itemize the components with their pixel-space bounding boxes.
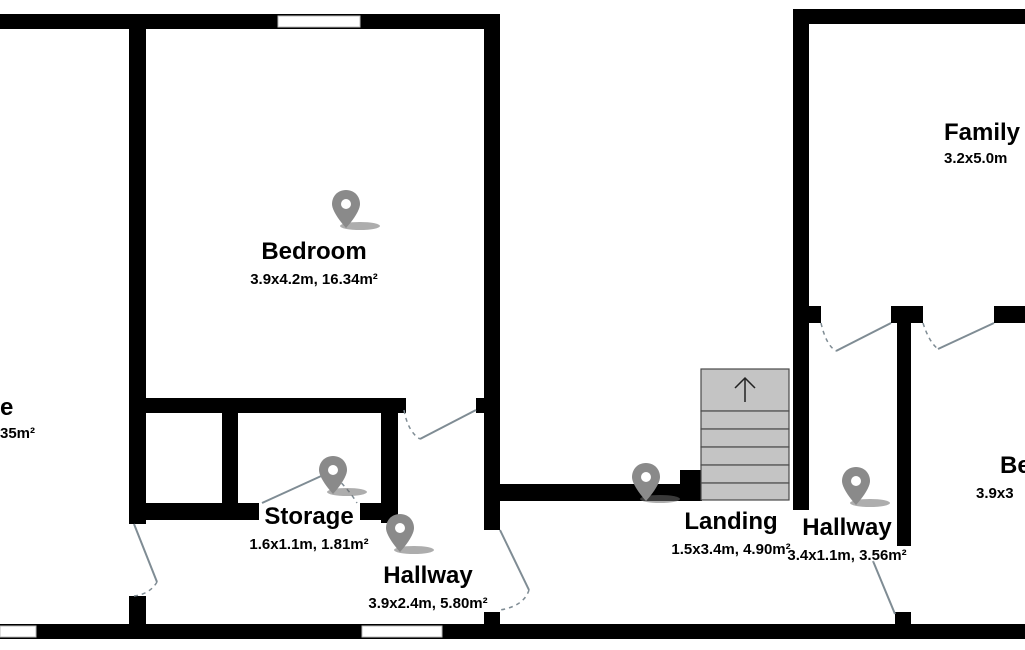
room-label-landing[interactable]: Landing 1.5x3.4m, 4.90m²: [631, 509, 831, 559]
stair-step-4: [700, 464, 790, 484]
room-dimensions: 3.2x5.0m: [944, 150, 1008, 167]
window-bottom-hallway: [361, 625, 443, 638]
room-dimensions: 3.9x4.2m, 16.34m²: [250, 271, 378, 288]
room-dimensions: 3.4x1.1m, 3.56m²: [787, 547, 907, 564]
wall-right-bedroom: [484, 14, 500, 414]
map-pin-icon[interactable]: [317, 456, 371, 498]
window-bedroom-top: [277, 15, 361, 28]
walls: [0, 9, 1025, 639]
stair-step-5: [700, 482, 790, 501]
wall-family-left: [793, 9, 809, 324]
wall-family-bottom-a: [793, 306, 821, 323]
room-name: Be: [1000, 452, 1025, 479]
room-name: e: [0, 394, 14, 421]
room-label-hallway-right[interactable]: Hallway 3.4x1.1m, 3.56m²: [747, 515, 947, 565]
room-dimensions: 1.5x3.4m, 4.90m²: [671, 541, 791, 558]
door-bedroom: [419, 409, 477, 440]
window-bottom-left: [0, 625, 37, 638]
wall-storage-left: [222, 398, 238, 518]
wall-bottom-post-right: [895, 612, 911, 639]
room-name: Hallway: [383, 562, 473, 589]
door-family-b: [937, 322, 995, 350]
map-pin-icon[interactable]: [384, 514, 438, 556]
wall-family-bottom-c: [994, 306, 1025, 323]
wall-left-bedroom: [129, 14, 146, 524]
room-name: Hallway: [802, 514, 892, 541]
room-name: Landing: [684, 508, 778, 535]
wall-bedroom-bottom: [146, 398, 406, 413]
wall-bottom: [0, 624, 1025, 639]
room-label-family[interactable]: Family 3.2x5.0m: [944, 120, 1020, 168]
room-name: Bedroom: [261, 238, 367, 265]
windows: [0, 15, 443, 638]
room-name: Family: [944, 119, 1021, 146]
door-family-b-swing: [922, 322, 939, 350]
wall-landing-right: [793, 324, 809, 510]
wall-storage-bottom: [129, 503, 259, 520]
door-family-a-swing: [820, 322, 837, 352]
wall-top-bedroom: [0, 14, 500, 29]
stair-step-2: [700, 428, 790, 448]
door-hallway-right: [872, 560, 896, 615]
stair-step-3: [700, 446, 790, 466]
wall-landing-stub: [680, 470, 702, 501]
room-dimensions: 35m²: [0, 425, 36, 442]
wall-right-bedroom-lower: [484, 414, 500, 530]
room-label-bedroom[interactable]: Bedroom 3.9x4.2m, 16.34m²: [214, 239, 414, 289]
door-hallway-bottom: [499, 529, 530, 591]
room-dimensions: 3.9x2.4m, 5.80m²: [368, 595, 488, 612]
door-left-swing: [133, 581, 158, 597]
room-dimensions: 1.6x1.1m, 1.81m²: [249, 536, 369, 553]
arrow-up-icon: [734, 376, 756, 402]
wall-bottom-post: [484, 612, 500, 639]
door-bedroom-swing: [403, 409, 421, 440]
wall-storage-bottom-right: [360, 503, 398, 520]
room-label-left[interactable]: e 35m²: [0, 395, 35, 443]
map-pin-icon[interactable]: [330, 190, 384, 232]
room-label-bedroom-right[interactable]: Be 3.9x3: [976, 453, 1025, 503]
room-name: Storage: [264, 503, 354, 530]
stairs: [700, 368, 790, 501]
wall-family-top: [793, 9, 1025, 24]
room-dimensions: 3.9x3: [976, 485, 1014, 502]
map-pin-icon[interactable]: [840, 467, 894, 509]
door-storage: [261, 471, 331, 504]
room-label-hallway[interactable]: Hallway 3.9x2.4m, 5.80m²: [328, 563, 528, 613]
wall-storage-right: [381, 398, 398, 523]
door-left: [133, 523, 158, 583]
door-hallway-bottom-swing: [499, 589, 530, 611]
wall-hallway-right-divider: [897, 306, 911, 546]
room-label-storage[interactable]: Storage 1.6x1.1m, 1.81m²: [209, 504, 409, 554]
wall-bedroom-bottom-stub: [476, 398, 500, 413]
map-pin-icon[interactable]: [630, 463, 684, 505]
door-family-a: [835, 322, 892, 352]
stair-step-1: [700, 410, 790, 430]
